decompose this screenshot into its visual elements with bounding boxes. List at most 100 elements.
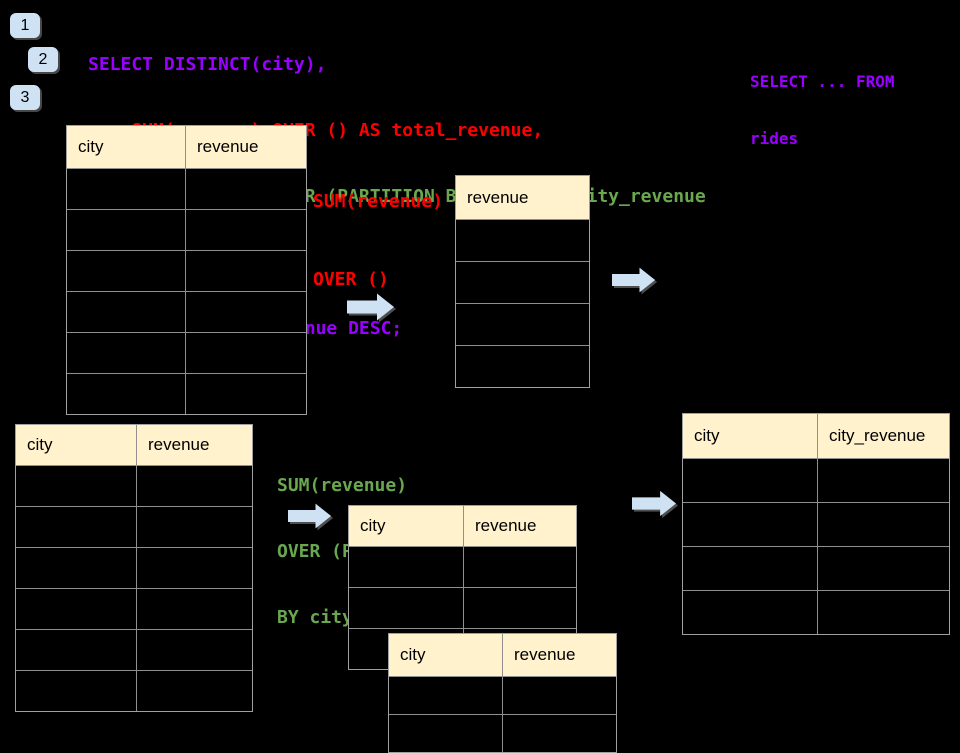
sql-line-select: SELECT DISTINCT(city),	[88, 54, 327, 75]
flow-arrow-icon	[632, 490, 677, 517]
slide-canvas: { "colors": { "background": "#000000", "…	[10, 13, 950, 753]
window-label-partition-line-1: SUM(revenue)	[277, 475, 408, 496]
step-badge-1-label: 1	[20, 16, 30, 34]
column-header-city: city	[16, 425, 137, 465]
empty-cell	[818, 590, 949, 634]
table-row	[389, 676, 616, 714]
empty-cell	[67, 250, 186, 291]
column-header-city: city	[67, 126, 186, 168]
table-row	[349, 587, 576, 628]
empty-cell	[67, 209, 186, 250]
empty-cell	[67, 291, 186, 332]
column-header-city-revenue: city_revenue	[818, 414, 949, 458]
empty-cell	[137, 465, 252, 506]
empty-cell	[818, 502, 949, 546]
step-badge-2-label: 2	[38, 50, 48, 68]
table-row	[67, 250, 306, 291]
empty-cell	[464, 546, 576, 587]
step-badge-1: 1	[10, 13, 40, 38]
empty-cell	[137, 506, 252, 547]
table-row	[16, 547, 252, 588]
empty-cell	[349, 546, 464, 587]
flow-arrow-icon	[612, 267, 656, 293]
flow-arrow-icon	[288, 503, 332, 529]
empty-cell	[456, 261, 589, 303]
empty-cell	[456, 219, 589, 261]
table-row	[683, 458, 949, 502]
empty-cell	[137, 588, 252, 629]
table-rides-source-top: city revenue	[66, 125, 307, 415]
table-row	[16, 588, 252, 629]
column-header-revenue: revenue	[503, 634, 616, 676]
empty-cell	[137, 629, 252, 670]
table-row	[456, 219, 589, 261]
table-row	[16, 670, 252, 711]
table-row	[456, 303, 589, 345]
column-header-city: city	[683, 414, 818, 458]
column-header-city: city	[349, 506, 464, 546]
table-row	[683, 502, 949, 546]
empty-cell	[16, 588, 137, 629]
empty-cell	[186, 168, 306, 209]
empty-cell	[137, 547, 252, 588]
table-header-row: city city_revenue	[683, 414, 949, 458]
table-header-row: city revenue	[16, 425, 252, 465]
empty-cell	[456, 303, 589, 345]
side-note-line-1: SELECT ... FROM	[750, 72, 895, 91]
empty-cell	[683, 590, 818, 634]
empty-cell	[186, 373, 306, 414]
column-header-revenue: revenue	[186, 126, 306, 168]
empty-cell	[503, 676, 616, 714]
table-row	[67, 291, 306, 332]
empty-cell	[683, 458, 818, 502]
table-row	[456, 261, 589, 303]
empty-cell	[67, 168, 186, 209]
empty-cell	[464, 628, 576, 669]
empty-cell	[186, 291, 306, 332]
empty-cell	[683, 546, 818, 590]
empty-cell	[389, 676, 503, 714]
table-row	[349, 546, 576, 587]
window-label-total-line-2: OVER ()	[313, 269, 389, 290]
table-row	[16, 506, 252, 547]
table-row	[67, 168, 306, 209]
column-header-revenue: revenue	[464, 506, 576, 546]
side-note-select-from-rides: SELECT ... FROM rides	[750, 34, 895, 167]
table-header-row: city revenue	[67, 126, 306, 168]
table-total-revenue-result: revenue	[455, 175, 590, 388]
step-badge-3-label: 3	[20, 88, 30, 106]
empty-cell	[137, 670, 252, 711]
table-row	[16, 629, 252, 670]
empty-cell	[16, 670, 137, 711]
empty-cell	[349, 587, 464, 628]
window-label-total-revenue: SUM(revenue) OVER ()	[313, 137, 443, 319]
table-partition-step-b: city revenue	[388, 633, 617, 753]
empty-cell	[464, 587, 576, 628]
column-header-city: city	[389, 634, 503, 676]
empty-cell	[186, 332, 306, 373]
empty-cell	[16, 465, 137, 506]
side-note-line-2: rides	[750, 129, 799, 148]
empty-cell	[818, 458, 949, 502]
table-row	[683, 590, 949, 634]
empty-cell	[16, 547, 137, 588]
step-badge-2: 2	[28, 47, 58, 72]
table-row	[683, 546, 949, 590]
step-badge-3: 3	[10, 85, 40, 110]
empty-cell	[683, 502, 818, 546]
table-header-row: revenue	[456, 176, 589, 219]
empty-cell	[186, 250, 306, 291]
empty-cell	[67, 373, 186, 414]
empty-cell	[16, 629, 137, 670]
empty-cell	[503, 714, 616, 752]
column-header-revenue: revenue	[456, 176, 589, 219]
table-header-row: city revenue	[349, 506, 576, 546]
empty-cell	[67, 332, 186, 373]
table-row	[67, 332, 306, 373]
table-row	[16, 465, 252, 506]
column-header-revenue: revenue	[137, 425, 252, 465]
table-rides-source-bottom: city revenue	[15, 424, 253, 712]
table-row	[456, 345, 589, 387]
table-row	[67, 209, 306, 250]
flow-arrow-icon	[347, 293, 394, 321]
